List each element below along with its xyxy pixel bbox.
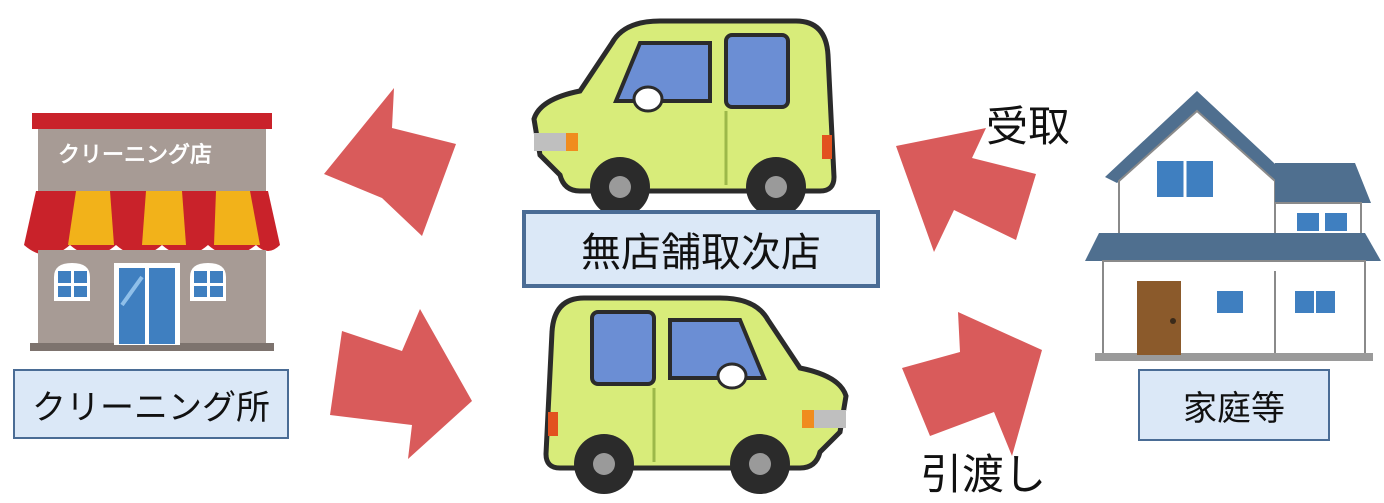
shop-window-right bbox=[190, 263, 226, 301]
arrow-to-cleaning-facility bbox=[324, 88, 456, 236]
house-middle-roof bbox=[1085, 233, 1381, 261]
arrow-receive bbox=[896, 128, 1036, 252]
van-window-front bbox=[613, 41, 712, 103]
van-headlight bbox=[806, 410, 846, 428]
house-icon bbox=[1085, 91, 1381, 361]
shop-sign-text: クリーニング店 bbox=[58, 143, 213, 168]
house-side-roof bbox=[1275, 163, 1371, 203]
van-window-rear bbox=[590, 310, 656, 386]
receive-label: 受取 bbox=[986, 102, 1071, 151]
van-window-rear bbox=[724, 33, 790, 109]
shop-door bbox=[114, 263, 180, 345]
household-label: 家庭等 bbox=[1138, 369, 1330, 441]
shop-icon bbox=[24, 113, 280, 351]
shop-signboard bbox=[38, 129, 266, 191]
shop-window-left bbox=[54, 263, 90, 301]
van-icon-top bbox=[531, 18, 837, 215]
shop-roof-bar bbox=[32, 113, 272, 129]
house-door bbox=[1137, 281, 1181, 355]
van-headlight bbox=[534, 133, 574, 151]
storeless-agent-label: 無店舗取次店 bbox=[522, 210, 880, 288]
van-mirror bbox=[632, 85, 664, 113]
shop-base bbox=[30, 343, 274, 351]
arrow-to-storeless-agent bbox=[330, 309, 472, 459]
house-upper-roof bbox=[1105, 91, 1289, 183]
house-lower-window-1 bbox=[1217, 291, 1243, 313]
cleaning-facility-label: クリーニング所 bbox=[13, 369, 289, 439]
deliver-label: 引渡し bbox=[920, 450, 1047, 499]
van-mirror bbox=[716, 362, 748, 390]
van-icon-bottom bbox=[543, 295, 849, 494]
shop-awning bbox=[24, 191, 280, 255]
van-window-front bbox=[668, 318, 767, 380]
arrow-deliver bbox=[902, 312, 1042, 456]
